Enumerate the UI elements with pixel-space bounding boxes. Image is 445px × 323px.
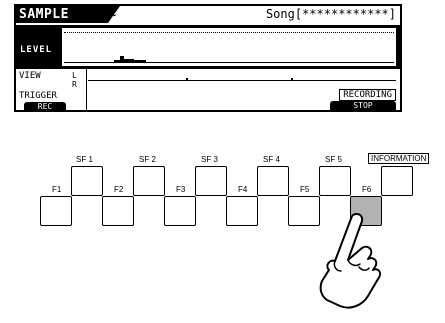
sf2-button[interactable] [133, 166, 165, 196]
meter-signal [134, 60, 146, 62]
sf2-label: SF 2 [139, 155, 156, 164]
f4-label: F4 [238, 185, 247, 194]
song-title: Song[************] [266, 7, 396, 21]
waveform-trace [88, 80, 396, 81]
f2-button[interactable] [102, 196, 134, 226]
f3-label: F3 [176, 185, 185, 194]
sf4-label: SF 4 [263, 155, 280, 164]
f1-label: F1 [52, 185, 61, 194]
f2-label: F2 [114, 185, 123, 194]
sf4-button[interactable] [257, 166, 289, 196]
view-trigger-row: VIEW L R TRIGGER REC RECORDING STOP [16, 69, 400, 112]
lcd-display: SAMPLE REC Song[************] LEVEL VIEW… [14, 4, 402, 112]
sf1-label: SF 1 [76, 155, 93, 164]
f1-button[interactable] [40, 196, 72, 226]
view-label: VIEW [19, 71, 41, 81]
meter-baseline [64, 62, 394, 63]
meter-top-guide [64, 32, 394, 33]
information-button[interactable] [381, 166, 413, 196]
trigger-label: TRIGGER [19, 91, 57, 101]
channel-left-label: L [72, 71, 77, 80]
pointing-hand-icon [300, 200, 390, 320]
sf3-button[interactable] [195, 166, 227, 196]
f3-button[interactable] [164, 196, 196, 226]
channel-right-label: R [72, 80, 77, 89]
rec-tab[interactable]: REC [24, 102, 66, 112]
waveform-marker [186, 78, 188, 80]
view-trigger-labels: VIEW L R TRIGGER REC [16, 69, 87, 112]
sf3-label: SF 3 [201, 155, 218, 164]
level-meter [62, 28, 396, 66]
level-row: LEVEL [16, 25, 400, 69]
stop-tab[interactable]: STOP [330, 101, 396, 111]
sf1-button[interactable] [71, 166, 103, 196]
waveform-marker [291, 78, 293, 80]
recording-status: RECORDING [339, 89, 396, 101]
level-label: LEVEL [20, 45, 52, 55]
information-label: INFORMATION [368, 153, 429, 164]
f6-label: F6 [362, 185, 371, 194]
f4-button[interactable] [226, 196, 258, 226]
sf5-label: SF 5 [325, 155, 342, 164]
sub-mode-label: REC [98, 9, 117, 19]
f5-label: F5 [300, 185, 309, 194]
meter-signal [124, 59, 134, 62]
mode-title: SAMPLE [16, 6, 108, 23]
sf5-button[interactable] [319, 166, 351, 196]
